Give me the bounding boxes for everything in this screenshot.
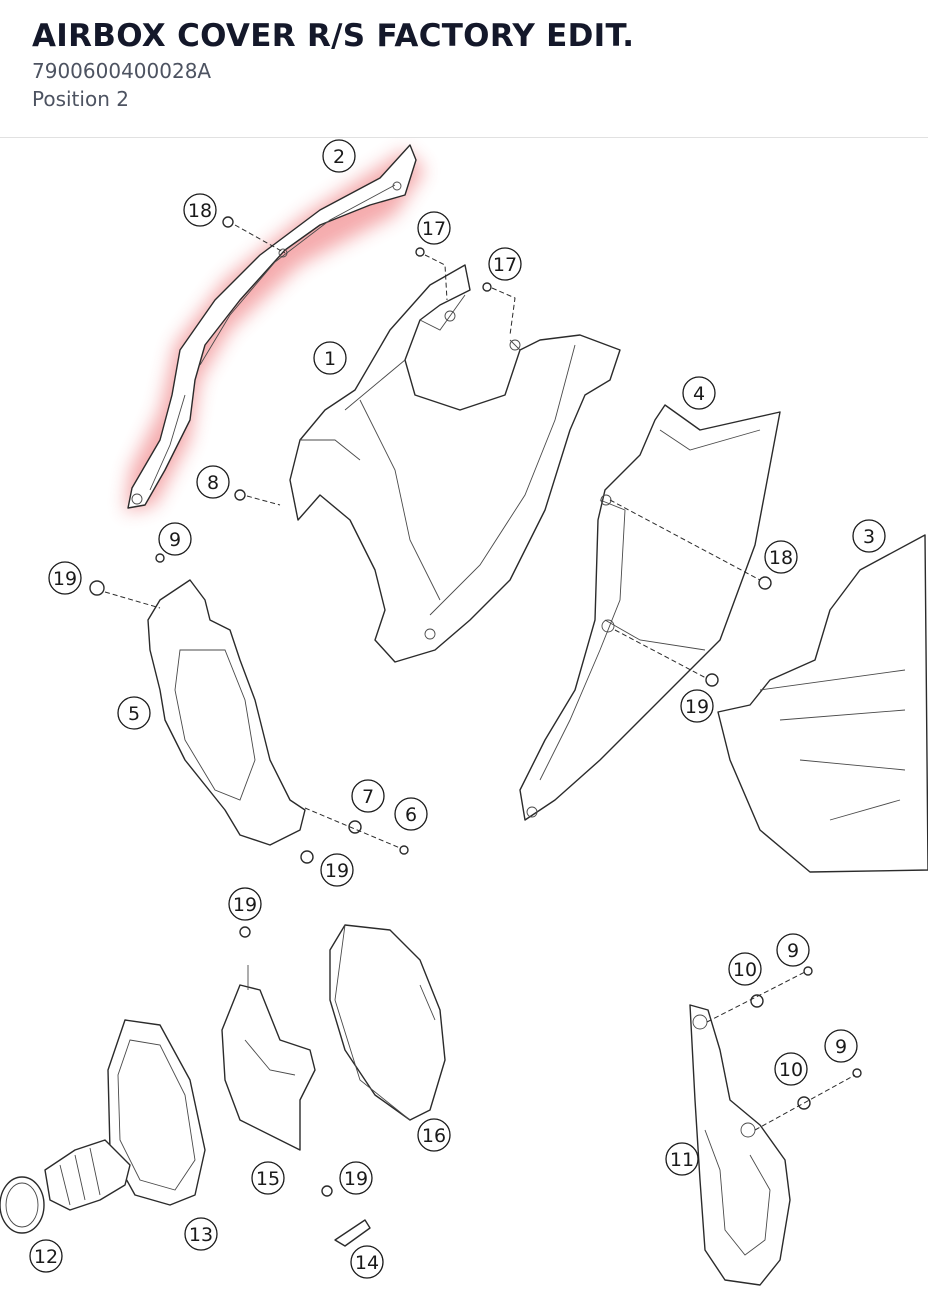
svg-text:3: 3 xyxy=(863,526,875,548)
svg-text:19: 19 xyxy=(344,1168,368,1190)
svg-text:11: 11 xyxy=(670,1149,694,1171)
svg-text:19: 19 xyxy=(233,894,257,916)
part-15-filter-holder[interactable] xyxy=(221,965,316,1151)
callout-12[interactable]: 12 xyxy=(29,1239,63,1273)
callout-18[interactable]: 18 xyxy=(764,540,798,574)
callout-6[interactable]: 6 xyxy=(394,797,428,831)
callout-1[interactable]: 1 xyxy=(313,341,347,375)
callout-19[interactable]: 19 xyxy=(48,561,82,595)
svg-text:7: 7 xyxy=(362,786,374,808)
callout-18[interactable]: 18 xyxy=(183,193,217,227)
svg-text:6: 6 xyxy=(405,804,417,826)
exploded-parts-diagram: 2 18 17 17 1 4 8 9 18 3 19 5 19 7 6 19 1… xyxy=(0,139,928,1286)
svg-text:17: 17 xyxy=(493,254,517,276)
part-16-filter-cage[interactable] xyxy=(329,924,446,1121)
part-11-bracket[interactable] xyxy=(689,1004,791,1286)
svg-text:16: 16 xyxy=(422,1125,446,1147)
callout-4[interactable]: 4 xyxy=(682,376,716,410)
part-13-air-filter[interactable] xyxy=(44,1019,206,1211)
svg-text:17: 17 xyxy=(422,218,446,240)
callout-16[interactable]: 16 xyxy=(417,1118,451,1152)
callout-2[interactable]: 2 xyxy=(322,139,356,173)
svg-text:19: 19 xyxy=(325,860,349,882)
part-number: 7900600400028A xyxy=(32,59,212,83)
part-title: AIRBOX COVER R/S FACTORY EDIT. xyxy=(32,18,635,54)
callout-17[interactable]: 17 xyxy=(417,211,451,245)
svg-text:9: 9 xyxy=(835,1036,847,1058)
part-3-side-number-plate[interactable] xyxy=(717,534,928,873)
callout-3[interactable]: 3 xyxy=(852,519,886,553)
svg-text:14: 14 xyxy=(355,1252,379,1274)
callout-19[interactable]: 19 xyxy=(228,887,262,921)
callout-15[interactable]: 15 xyxy=(251,1161,285,1195)
highlighted-part-2[interactable] xyxy=(125,144,425,512)
part-1-airbox[interactable] xyxy=(289,264,621,663)
svg-text:9: 9 xyxy=(169,529,181,551)
part-4-side-panel[interactable] xyxy=(519,404,781,821)
part-14-small-bracket[interactable] xyxy=(334,1219,371,1247)
svg-text:1: 1 xyxy=(324,348,336,370)
callout-17[interactable]: 17 xyxy=(488,247,522,281)
callout-10[interactable]: 10 xyxy=(728,952,762,986)
callout-13[interactable]: 13 xyxy=(184,1217,218,1251)
airbox-cover-part xyxy=(127,144,417,509)
hardware-fasteners xyxy=(89,216,862,1197)
callout-19[interactable]: 19 xyxy=(339,1161,373,1195)
callout-9[interactable]: 9 xyxy=(158,522,192,556)
callout-5[interactable]: 5 xyxy=(117,696,151,730)
part-5-intake-duct[interactable] xyxy=(147,579,306,846)
svg-text:9: 9 xyxy=(787,940,799,962)
callout-19[interactable]: 19 xyxy=(320,853,354,887)
callout-9[interactable]: 9 xyxy=(776,933,810,967)
callout-9[interactable]: 9 xyxy=(824,1029,858,1063)
svg-text:5: 5 xyxy=(128,703,140,725)
callout-8[interactable]: 8 xyxy=(196,465,230,499)
svg-text:13: 13 xyxy=(189,1224,213,1246)
callout-19[interactable]: 19 xyxy=(680,689,714,723)
callout-14[interactable]: 14 xyxy=(350,1245,384,1279)
svg-text:12: 12 xyxy=(34,1246,58,1268)
svg-text:19: 19 xyxy=(685,696,709,718)
svg-text:10: 10 xyxy=(733,959,757,981)
svg-text:18: 18 xyxy=(769,547,793,569)
part-12-hose-clamp[interactable] xyxy=(0,1176,45,1234)
svg-text:8: 8 xyxy=(207,472,219,494)
svg-text:10: 10 xyxy=(779,1059,803,1081)
svg-text:18: 18 xyxy=(188,200,212,222)
svg-text:15: 15 xyxy=(256,1168,280,1190)
part-position: Position 2 xyxy=(32,87,129,111)
callout-11[interactable]: 11 xyxy=(665,1142,699,1176)
svg-text:2: 2 xyxy=(333,146,345,168)
svg-text:4: 4 xyxy=(693,383,705,405)
leader-lines xyxy=(104,224,856,1131)
callout-10[interactable]: 10 xyxy=(774,1052,808,1086)
header: AIRBOX COVER R/S FACTORY EDIT. 790060040… xyxy=(0,0,928,138)
callout-7[interactable]: 7 xyxy=(351,779,385,813)
svg-text:19: 19 xyxy=(53,568,77,590)
